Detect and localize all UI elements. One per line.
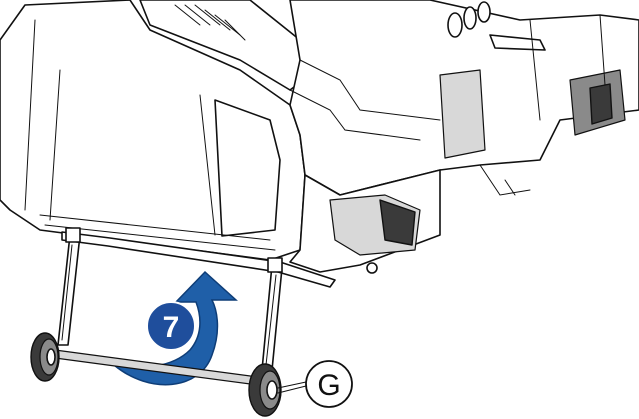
hinge-right: [267, 257, 283, 273]
latch-upper: [439, 69, 486, 159]
panel-contour-1: [24, 19, 36, 211]
step-number: 7: [163, 311, 180, 344]
step-badge-circle: [146, 301, 196, 351]
wheel-right: [248, 363, 282, 417]
rotation-arrow-path: [113, 270, 238, 386]
leg-left: [57, 234, 81, 346]
leg-right: [261, 264, 283, 371]
callout-leader-2: [277, 385, 307, 394]
rotation-arrow: [113, 270, 238, 386]
control-knob-2: [463, 6, 477, 30]
wheel-left: [30, 332, 60, 382]
front-recess: [214, 99, 281, 237]
machine-body: [0, 0, 639, 274]
panel-contour-4: [39, 214, 271, 241]
step-badge: 7: [146, 301, 196, 351]
side-handle-mount: [489, 34, 546, 51]
panel-contour-3: [199, 94, 216, 236]
control-knob-1: [447, 12, 463, 38]
control-knob-3: [477, 1, 491, 23]
panel-contour-5: [44, 224, 276, 251]
panel-contour-2: [49, 69, 61, 221]
hinge-left: [65, 227, 81, 243]
callout-g: G: [277, 360, 353, 408]
callout-g-circle: [305, 360, 353, 408]
callout-g-letter: G: [317, 369, 340, 402]
leg-frame: [57, 227, 336, 371]
bolt: [366, 262, 378, 274]
callout-leader-1: [277, 381, 307, 389]
